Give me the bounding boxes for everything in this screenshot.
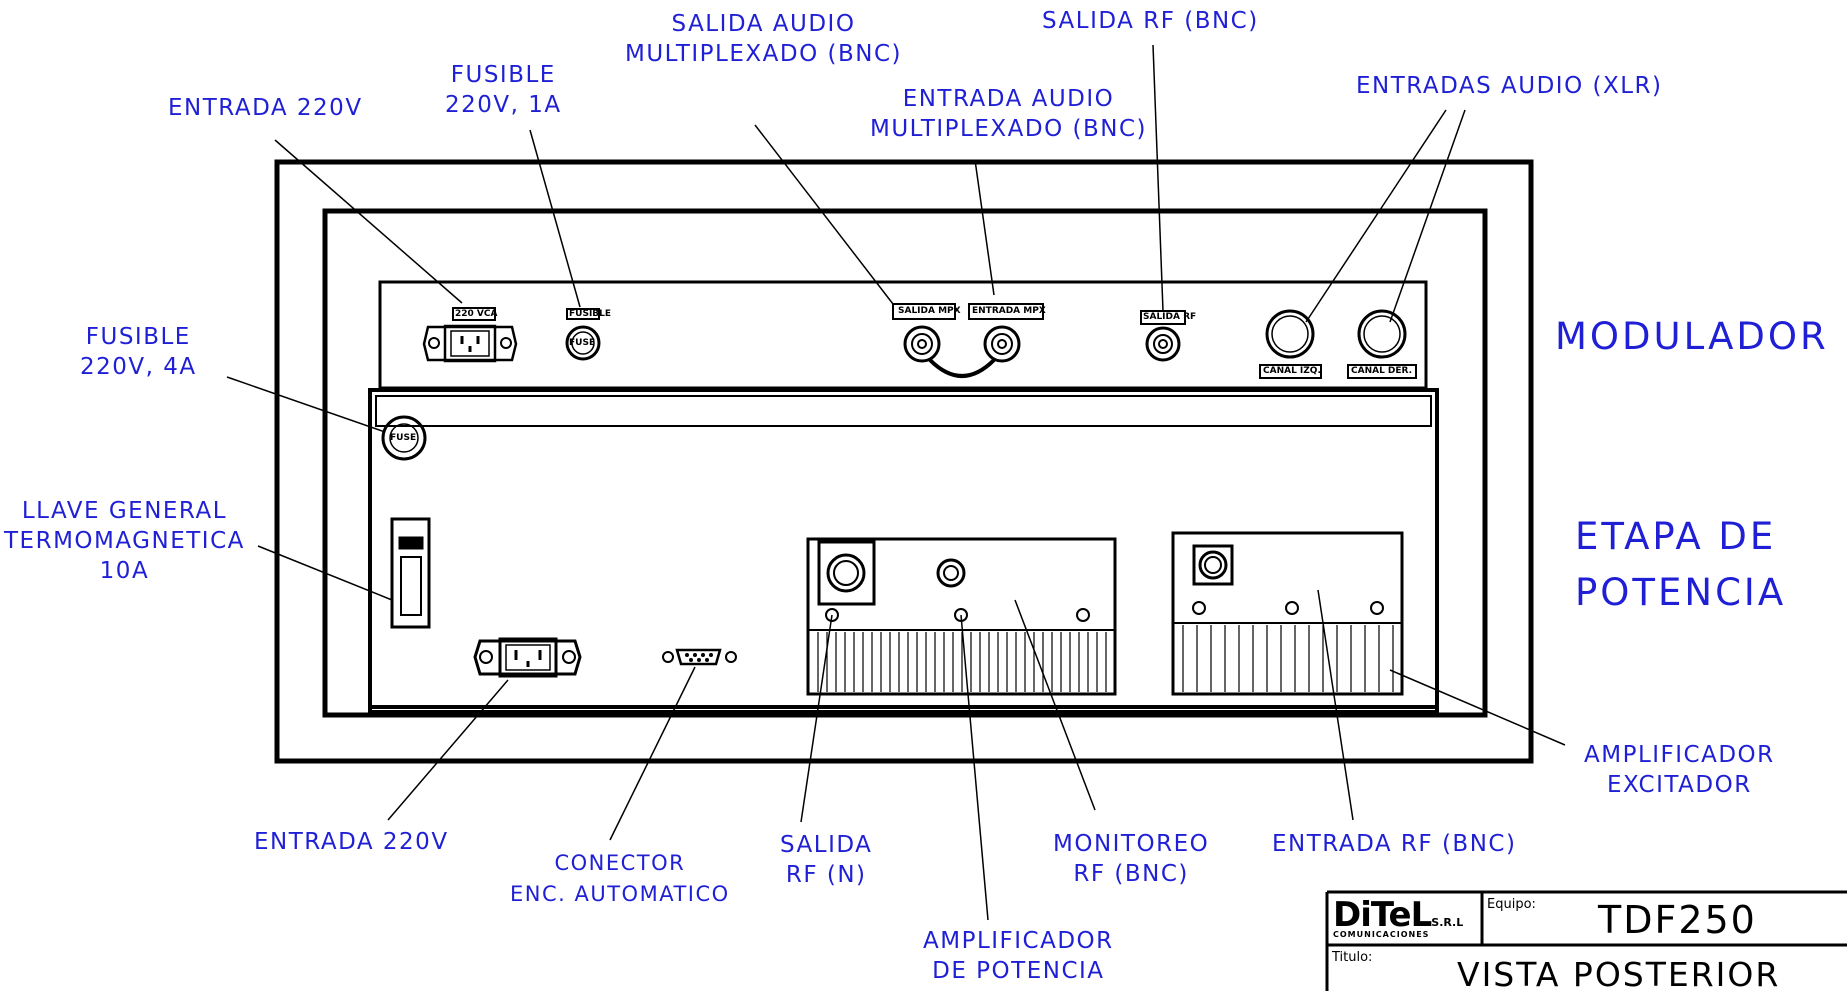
- inner-frame: [322, 208, 1488, 718]
- callout-entrada-220v-bottom: ENTRADA 220V: [254, 829, 449, 855]
- equipo-label: Equipo:: [1487, 897, 1536, 912]
- breaker-switch: [390, 517, 431, 629]
- fuse-holder-4a: [381, 415, 427, 461]
- power-amplifier-heatsink: [817, 632, 1107, 692]
- power-inlet-bottom: [473, 637, 582, 678]
- titulo-label: Titulo:: [1332, 950, 1373, 965]
- exciter-heatsink: [1182, 625, 1394, 692]
- fuse-holder-top: [565, 308, 601, 361]
- bnc-salida-mpx: [903, 325, 941, 363]
- bnc-salida-rf: [1145, 326, 1181, 362]
- callout-entrada-220v-top: ENTRADA 220V: [168, 95, 363, 121]
- tag-canal-der: CANAL DER.: [1351, 366, 1413, 376]
- titulo-value: VISTA POSTERIOR: [1457, 955, 1781, 994]
- exciter-amplifier-module: [1171, 531, 1404, 696]
- modulador-label: MODULADOR: [1555, 315, 1829, 358]
- power-inlet-top: [422, 307, 518, 363]
- company-logo: DiTeLS.R.L COMUNICACIONES: [1333, 895, 1464, 939]
- xlr-canal-izq: [1259, 309, 1322, 379]
- outer-frame: [274, 159, 1534, 764]
- tag-canal-izq: CANAL IZQ.: [1263, 366, 1321, 376]
- tag-220vca: 220 VCA: [455, 309, 498, 319]
- title-block-frame: [1325, 890, 1847, 991]
- callout-entradas-audio-xlr: ENTRADAS AUDIO (XLR): [1356, 73, 1663, 99]
- etapa-label-line2: POTENCIA: [1575, 571, 1787, 614]
- tag-salida-rf: SALIDA RF: [1143, 312, 1197, 322]
- mpx-jumper-cable: [928, 358, 996, 378]
- tag-fuse-4a: FUSE: [390, 433, 417, 443]
- callout-salida-rf-bnc: SALIDA RF (BNC): [1042, 8, 1259, 34]
- callout-entrada-rf-bnc: ENTRADA RF (BNC): [1272, 831, 1517, 857]
- tag-fusible: FUSIBLE: [569, 309, 612, 319]
- db9-connector: [662, 648, 737, 666]
- power-stage-panel: [368, 388, 1439, 714]
- power-amplifier-module: [806, 537, 1117, 696]
- etapa-label-line1: ETAPA DE: [1575, 515, 1777, 558]
- equipo-value: TDF250: [1598, 898, 1757, 942]
- tag-entrada-mpx: ENTRADA MPX: [972, 306, 1046, 316]
- tag-salida-mpx: SALIDA MPX: [898, 306, 961, 316]
- xlr-canal-der: [1347, 309, 1417, 379]
- bnc-entrada-mpx: [983, 325, 1021, 363]
- tag-fuse-top: FUSE: [569, 338, 596, 348]
- leader-lines: [226, 44, 1566, 921]
